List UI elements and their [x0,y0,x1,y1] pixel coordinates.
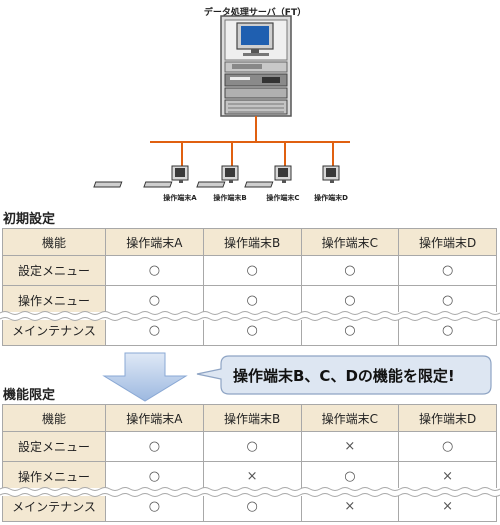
terminal-d-icon [244,142,340,188]
row-label: 操作メニュー [2,285,106,316]
row-label: 設定メニュー [2,255,106,286]
column-header-function: 機能 [2,228,106,256]
column-header-terminal: 操作端末C [300,404,400,432]
terminal-b-icon [143,142,239,188]
availability-cell: ○ [202,431,302,462]
terminal-label: 操作端末B [213,194,247,202]
availability-cell: × [300,431,400,462]
terminal-c-icon [196,142,292,188]
availability-cell: ○ [105,431,204,462]
column-header-function: 機能 [2,404,106,432]
callout-text: 操作端末B、C、Dの機能を限定! [233,367,455,385]
terminal-label: 操作端末C [266,194,300,202]
availability-cell: ○ [105,255,204,286]
terminal-a-icon [93,142,189,188]
table-break-wave [0,487,500,497]
column-header-terminal: 操作端末D [398,404,497,432]
row-label: 操作メニュー [2,461,106,492]
availability-cell: ○ [105,461,204,492]
terminal-label: 操作端末D [314,194,348,202]
table-row: 操作メニュー○×○× [2,461,497,492]
table-row: 設定メニュー○○○○ [2,255,497,286]
table-break-wave [0,311,500,321]
terminal-label: 操作端末A [163,194,197,202]
callout-bubble [196,355,492,395]
column-header-terminal: 操作端末C [300,228,400,256]
availability-cell: ○ [398,255,497,286]
server-title: データ処理サーバ（FT） [203,8,307,18]
diagram-drawing [93,15,350,188]
column-header-terminal: 操作端末A [105,404,204,432]
down-arrow-icon [102,352,188,402]
column-header-terminal: 操作端末B [202,404,302,432]
server-rack-icon [220,15,292,117]
limited-section-title: 機能限定 [3,388,56,403]
column-header-terminal: 操作端末A [105,228,204,256]
availability-cell: ○ [202,255,302,286]
column-header-terminal: 操作端末D [398,228,497,256]
initial-section-title: 初期設定 [3,212,56,227]
availability-cell: × [202,461,302,492]
availability-cell: ○ [300,255,400,286]
availability-cell: ○ [398,431,497,462]
row-label: 設定メニュー [2,431,106,462]
table-row: 操作メニュー○○○○ [2,285,497,316]
availability-cell: ○ [202,285,302,316]
column-header-terminal: 操作端末B [202,228,302,256]
table-row: 設定メニュー○○×○ [2,431,497,462]
